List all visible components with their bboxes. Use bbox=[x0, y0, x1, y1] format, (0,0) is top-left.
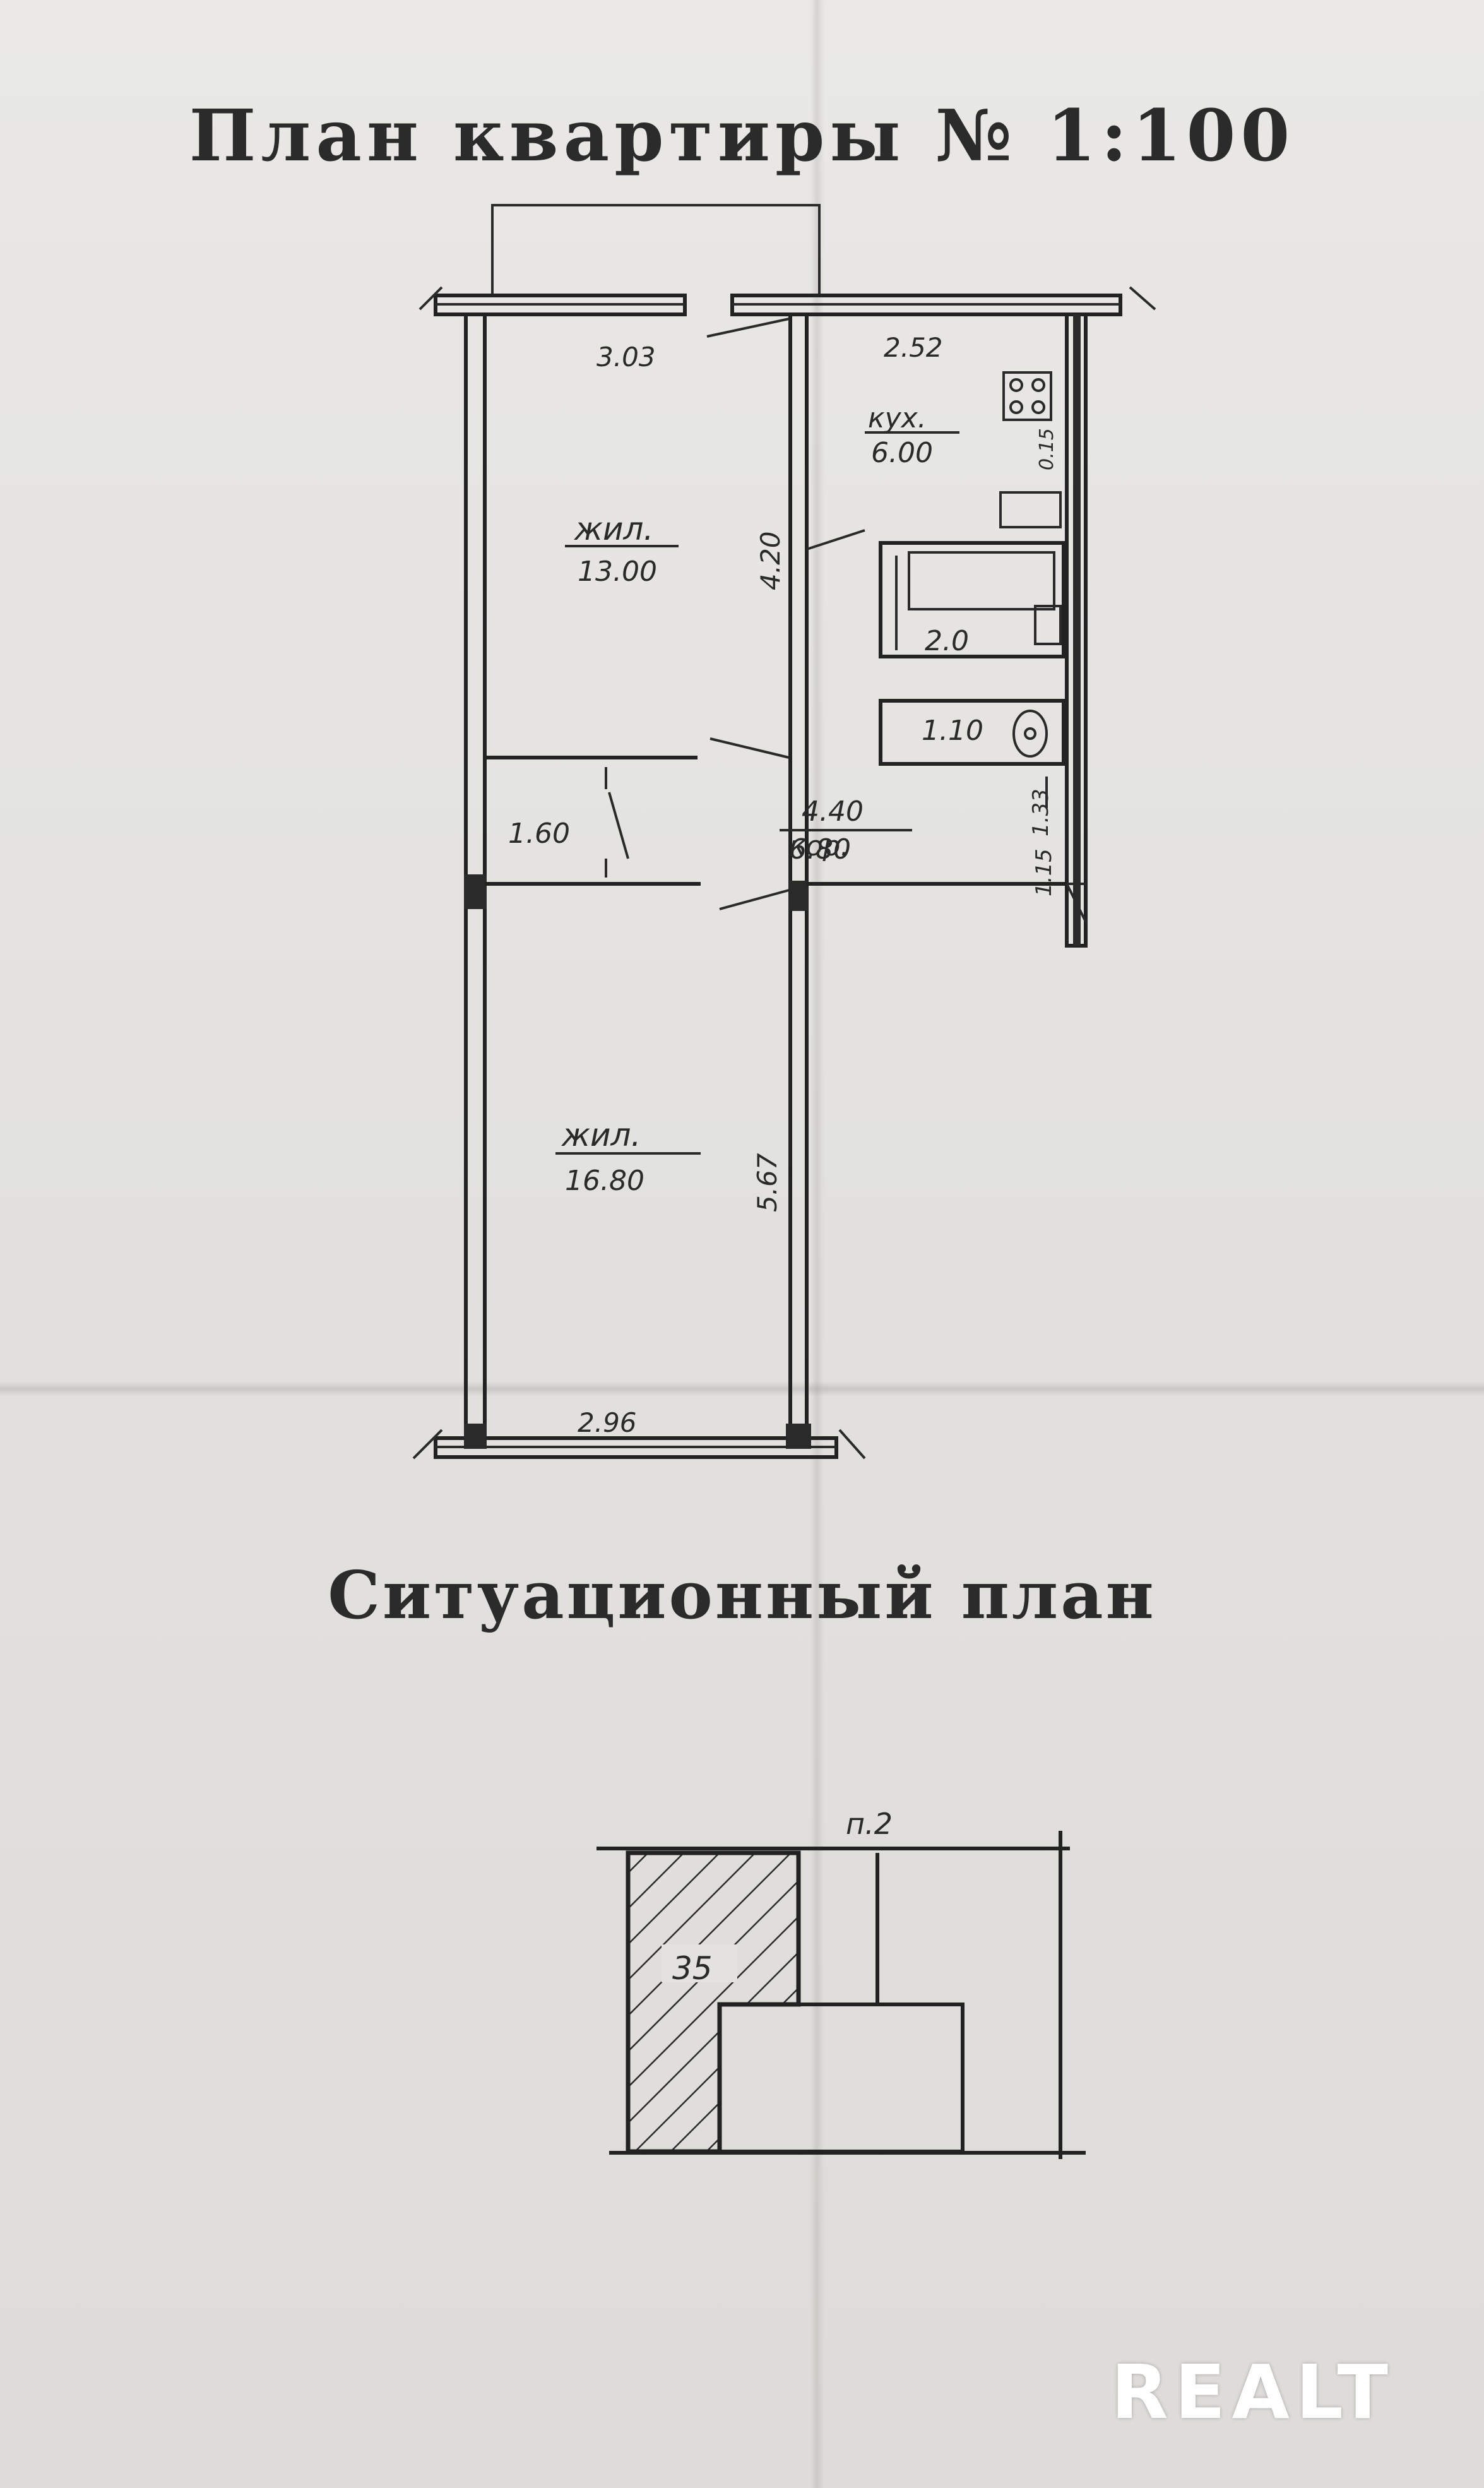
living-room-1-label: жил. bbox=[574, 511, 653, 547]
plan-title: План квартиры № 1:100 bbox=[189, 95, 1295, 177]
washbasin-icon bbox=[1034, 605, 1062, 645]
situation-plan-title: Ситуационный план bbox=[328, 1556, 1156, 1634]
bathroom-area: 2.0 bbox=[925, 625, 969, 657]
door-markers bbox=[706, 318, 1087, 922]
room-labels: кух. 6.00 жил. 13.00 2.0 1.10 1.60 4.40 … bbox=[508, 402, 983, 1197]
kitchen-label: кух. bbox=[868, 402, 927, 434]
building-35-footprint bbox=[626, 1850, 801, 2154]
hallway-area: 6.80 bbox=[789, 833, 851, 866]
toilet-bowl-icon bbox=[1012, 710, 1048, 758]
living-room-1-area: 13.00 bbox=[578, 556, 657, 588]
dim-bottom-width: 2.96 bbox=[578, 1407, 637, 1438]
realt-watermark: REALT bbox=[1111, 2348, 1394, 2436]
hall-length: 4.40 bbox=[802, 795, 864, 828]
living-room-2-label: жил. bbox=[561, 1117, 641, 1153]
fixtures bbox=[999, 371, 1062, 758]
living-room-2-area: 16.80 bbox=[565, 1165, 644, 1197]
floor-plan-drawing: кух. 6.00 жил. 13.00 2.0 1.10 1.60 4.40 … bbox=[412, 204, 1156, 1460]
dim-side-small-2: 1.15 bbox=[1031, 848, 1057, 896]
dim-side-small-1: 1.33 bbox=[1028, 789, 1054, 836]
toilet-wall bbox=[879, 699, 1066, 766]
kitchen-area: 6.00 bbox=[871, 437, 933, 469]
dimension-labels: 3.03 2.52 4.20 5.67 2.96 0.15 1.33 1.15 bbox=[578, 332, 1058, 1438]
kitchen-sink-icon bbox=[999, 491, 1062, 528]
dim-top-left: 3.03 bbox=[597, 342, 656, 372]
dim-stove-depth: 0.15 bbox=[1036, 428, 1058, 470]
dim-upper-room-depth: 4.20 bbox=[755, 531, 786, 590]
dim-top-right: 2.52 bbox=[884, 332, 943, 363]
interior-walls bbox=[464, 312, 1086, 1449]
paper-fold-crease bbox=[0, 1381, 1484, 1396]
neighbor-building bbox=[718, 2003, 965, 2153]
storage-area: 1.60 bbox=[508, 818, 570, 850]
toilet-area: 1.10 bbox=[922, 715, 983, 747]
balcony-door-outline bbox=[491, 204, 821, 297]
hallway-label: кор. bbox=[789, 830, 849, 862]
street-label: п.2 bbox=[846, 1807, 893, 1841]
dim-lower-room-depth: 5.67 bbox=[752, 1153, 783, 1212]
building-number: 35 bbox=[672, 1950, 713, 1987]
bathroom-wall bbox=[879, 541, 1066, 658]
stove-icon bbox=[1002, 371, 1052, 421]
outer-walls bbox=[412, 204, 1156, 1460]
